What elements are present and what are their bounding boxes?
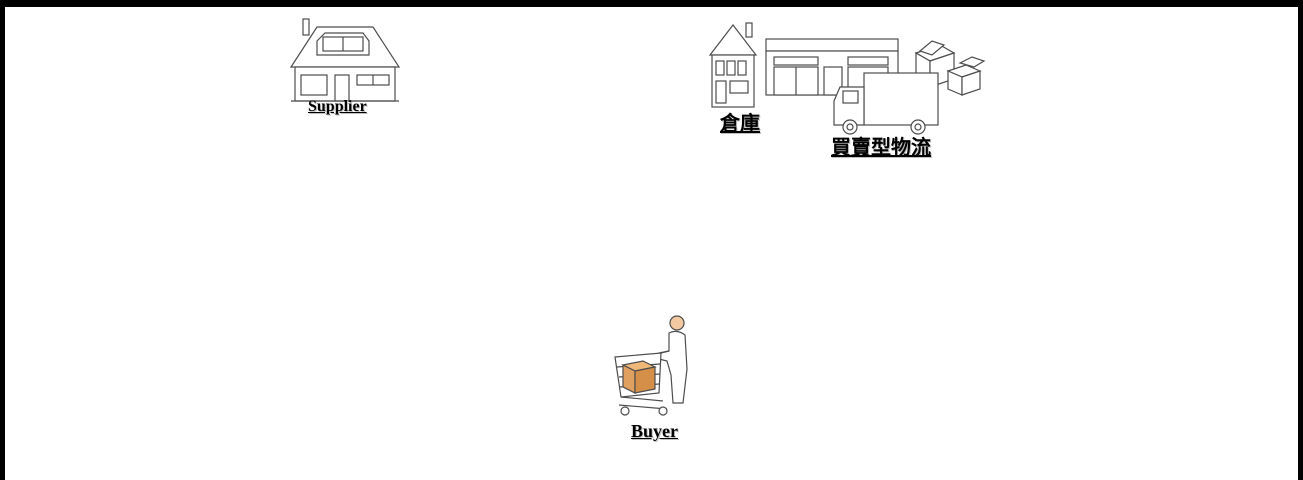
supplier-node xyxy=(289,17,401,107)
shopping-cart-person-icon xyxy=(614,315,688,416)
warehouse-label: 倉庫 xyxy=(720,113,760,135)
buyer-node xyxy=(611,313,703,425)
warehouse-node xyxy=(708,19,988,139)
warehouse-icon xyxy=(708,22,986,135)
supplier-label: Supplier xyxy=(308,98,367,115)
logistics-label: 買賣型物流 xyxy=(831,137,931,159)
buyer-label: Buyer xyxy=(631,421,678,441)
house-icon xyxy=(289,18,401,102)
